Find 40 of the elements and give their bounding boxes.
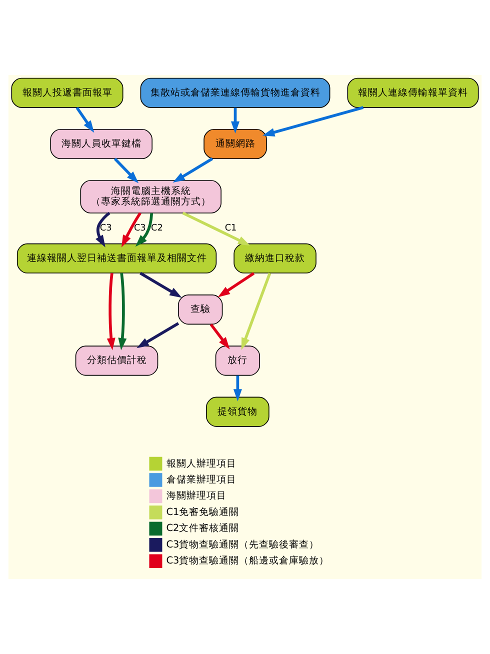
arrow [262,106,364,136]
node-box: 海關電腦主機系統 （專家系統篩選通關方式） [80,180,222,214]
arrow [114,158,139,184]
arrow [136,322,180,348]
node-box: 提領貨物 [206,396,270,427]
arrow [172,157,214,183]
legend-label: C3貨物查驗通關（船邊或倉庫驗放） [166,556,330,567]
arrow [76,106,94,133]
arrow [121,212,142,248]
node-box: 海關人員收單鍵檔 [50,128,152,159]
node-box: 報關人投遞書面報單 [11,78,124,108]
arrow [230,108,240,134]
arrow [96,212,110,248]
legend-label: 倉儲業辦理項目 [166,474,236,486]
arrow [140,272,182,298]
arrow [218,272,255,298]
node-box: 集散站或倉儲業連線傳輸貨物進倉資料 [140,78,330,108]
node-box: 報關人連線傳輸報單資料 [347,78,479,108]
legend-label: C3貨物查驗通關（先查驗後審查） [166,539,320,550]
node-box: 分類估價計稅 [75,346,158,376]
legend-label: 報關人辦理項目 [166,458,236,470]
arrow [182,212,250,246]
node-box: 連線報關人翌日補送書面報單及相關文件 [16,243,217,274]
arrow [210,324,230,350]
arrow [233,376,242,402]
legend-label: 海關辦理項目 [166,490,226,502]
arrow [106,273,116,350]
node-box: 查驗 [178,294,223,325]
legend-label: C2文件審核通關 [166,523,240,534]
node-box: 繳納進口稅款 [234,243,316,274]
arrow [135,213,154,247]
edge-label: C1 [224,224,237,234]
edge-label: C3 [134,224,146,234]
legend-label: C1免審免驗通關 [166,506,240,518]
edge-label: C2 [150,224,163,234]
node-box: 放行 [215,346,260,376]
arrow [118,273,127,350]
edge-label: C3 [100,224,112,234]
arrow [241,272,272,350]
node-box: 通關網路 [204,128,267,159]
